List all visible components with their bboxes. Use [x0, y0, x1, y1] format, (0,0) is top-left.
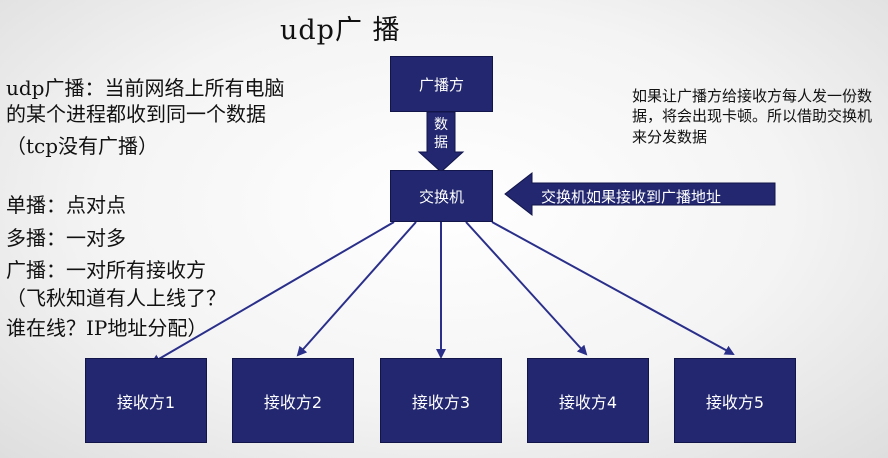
- receiver-label-1: 接收方1: [116, 392, 176, 412]
- sender-box: 广播方: [390, 56, 493, 112]
- page-title: udp广 播: [280, 15, 401, 46]
- receiver-box-5: 接收方5: [674, 358, 796, 443]
- definition-line-3: （tcp没有广播）: [6, 134, 159, 158]
- data-arrow-label: 数据: [434, 117, 448, 152]
- annotation-arrow: [504, 171, 776, 217]
- switch-label: 交换机: [418, 187, 464, 206]
- receiver-label-4: 接收方4: [558, 392, 618, 412]
- receiver-label-3: 接收方3: [411, 392, 471, 412]
- switch-annotation: 交换机如果接收到广播地址: [541, 188, 722, 206]
- broadcast-text: 广播：一对所有接收方: [6, 258, 206, 282]
- line-to-receiver-5: [491, 221, 735, 355]
- switch-box: 交换机: [390, 170, 493, 222]
- definition-line-2: 的某个进程都收到同一个数据: [6, 102, 266, 126]
- line-to-receiver-1: [150, 221, 395, 365]
- example-line-2: 谁在线？IP地址分配）: [6, 316, 208, 340]
- unicast-text: 单播：点对点: [6, 193, 126, 217]
- receiver-box-2: 接收方2: [232, 358, 354, 443]
- multicast-text: 多播：一对多: [6, 226, 126, 250]
- data-down-arrow: [417, 111, 465, 173]
- receiver-box-4: 接收方4: [527, 358, 649, 443]
- sender-label: 广播方: [418, 75, 464, 94]
- receiver-label-2: 接收方2: [263, 392, 323, 412]
- receiver-box-3: 接收方3: [380, 358, 502, 443]
- definition-line-1: udp广播：当前网络上所有电脑: [6, 76, 285, 100]
- example-line-1: （飞秋知道有人上线了？: [6, 286, 226, 310]
- line-to-receiver-2: [296, 221, 417, 357]
- side-note: 如果让广播方给接收方每人发一份数据，将会出现卡顿。所以借助交换机来分发数据: [632, 87, 873, 146]
- line-to-receiver-4: [465, 221, 588, 356]
- receiver-box-1: 接收方1: [85, 358, 207, 443]
- receiver-label-5: 接收方5: [705, 392, 765, 412]
